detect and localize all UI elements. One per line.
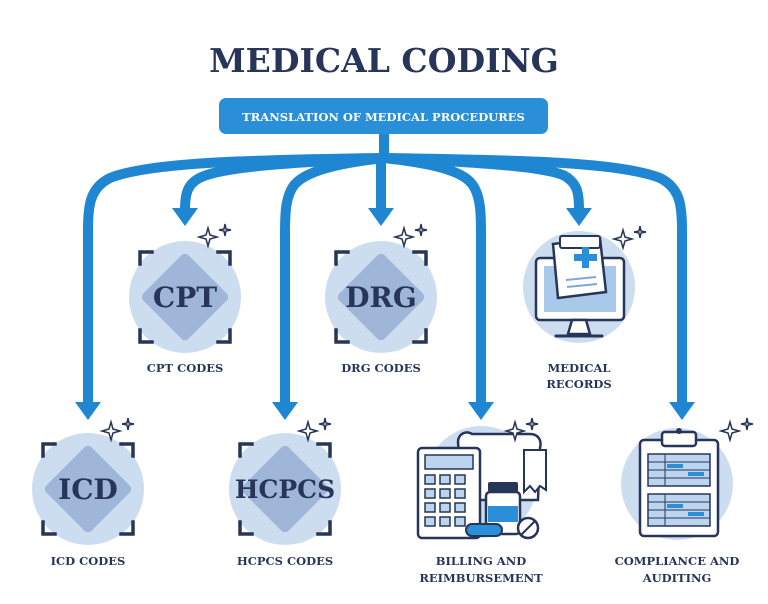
billing-label-line1: BILLING AND bbox=[436, 554, 526, 568]
arrow-to-icd bbox=[83, 153, 389, 410]
icd-code: ICD bbox=[58, 473, 118, 506]
arrowhead-icd bbox=[75, 402, 101, 420]
hcpcs-label: HCPCS CODES bbox=[237, 554, 333, 568]
sparkle-icon bbox=[196, 223, 232, 249]
drg-label: DRG CODES bbox=[341, 361, 421, 375]
icd-node: ICD ICD CODES bbox=[32, 417, 144, 568]
hcpcs-code: HCPCS bbox=[235, 475, 335, 504]
billing-label-line2: REIMBURSEMENT bbox=[419, 571, 543, 585]
medical-records-node: MEDICAL RECORDS bbox=[523, 225, 647, 391]
compliance-label-line2: AUDITING bbox=[642, 571, 712, 585]
arrow-to-hcpcs bbox=[280, 153, 389, 410]
arrowhead-cpt bbox=[172, 208, 198, 226]
sparkle-icon bbox=[392, 223, 428, 249]
banner: TRANSLATION OF MEDICAL PROCEDURES bbox=[219, 98, 548, 134]
flow-arrows bbox=[83, 129, 687, 410]
billing-calculator-icon bbox=[416, 431, 547, 540]
sparkle-icon bbox=[99, 417, 135, 443]
compliance-clipboard-icon bbox=[638, 428, 720, 538]
arrow-heads bbox=[75, 208, 695, 420]
medical-record-monitor-icon bbox=[534, 235, 626, 338]
hcpcs-node: HCPCS HCPCS CODES bbox=[229, 417, 341, 568]
compliance-label-line1: COMPLIANCE AND bbox=[615, 554, 740, 568]
page-title: MEDICAL CODING bbox=[209, 41, 559, 80]
sparkle-icon bbox=[718, 417, 754, 443]
sparkle-icon bbox=[503, 417, 539, 443]
cpt-code: CPT bbox=[153, 281, 217, 314]
drg-code: DRG bbox=[345, 281, 416, 314]
medical-records-label-line2: RECORDS bbox=[546, 377, 611, 391]
cpt-node: CPT CPT CODES bbox=[129, 223, 241, 375]
sparkle-icon bbox=[296, 417, 332, 443]
medical-records-label-line1: MEDICAL bbox=[547, 361, 610, 375]
cpt-label: CPT CODES bbox=[147, 361, 224, 375]
compliance-node: COMPLIANCE AND AUDITING bbox=[615, 417, 754, 585]
banner-text: TRANSLATION OF MEDICAL PROCEDURES bbox=[242, 110, 525, 124]
arrowhead-drg bbox=[368, 208, 394, 226]
sparkle-icon bbox=[611, 225, 647, 251]
drg-node: DRG DRG CODES bbox=[325, 223, 437, 375]
arrowhead-billing bbox=[468, 402, 494, 420]
icd-label: ICD CODES bbox=[51, 554, 126, 568]
billing-node: BILLING AND REIMBURSEMENT bbox=[416, 417, 547, 585]
arrowhead-compliance bbox=[669, 402, 695, 420]
arrowhead-hcpcs bbox=[272, 402, 298, 420]
arrowhead-records bbox=[566, 208, 592, 226]
arrow-to-compliance bbox=[379, 153, 687, 410]
